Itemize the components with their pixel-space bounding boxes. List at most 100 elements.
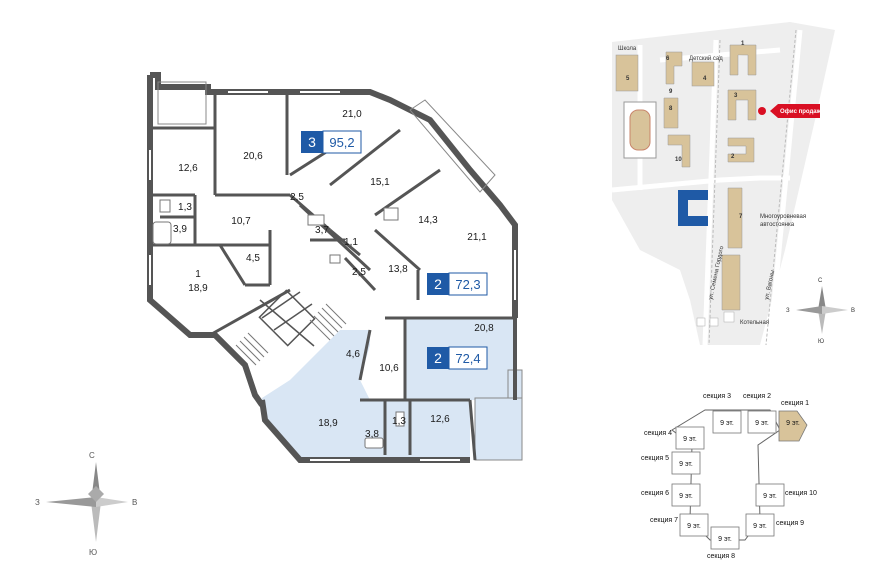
section-box bbox=[712, 410, 742, 434]
room-area-label: 2,5 bbox=[290, 192, 304, 203]
section-floors: 9 эт. bbox=[687, 523, 701, 530]
section-floors: 9 эт. bbox=[720, 420, 734, 427]
room-area-label: 21,0 bbox=[342, 109, 362, 120]
office-label: Офис продаж bbox=[780, 108, 822, 115]
outer-wall-bottom bbox=[259, 399, 470, 463]
compass-arrow bbox=[818, 310, 826, 334]
compass-n-label: С bbox=[89, 451, 95, 460]
section-name: секция 5 bbox=[641, 455, 669, 462]
compass-e-label: В bbox=[132, 498, 137, 507]
section-floors: 9 эт. bbox=[786, 420, 800, 427]
apartment-highlight-2a bbox=[262, 330, 470, 460]
room-area-label: 1,1 bbox=[344, 237, 358, 248]
section-box bbox=[671, 451, 701, 475]
building-number: 6 bbox=[666, 56, 670, 62]
section-s1: 9 эт. секция 1 bbox=[778, 400, 809, 442]
room-area-label: 2,5 bbox=[352, 267, 366, 278]
room-labels: 12,620,621,02,515,114,321,11,33,910,73,7… bbox=[173, 109, 494, 440]
compass-w-label: З bbox=[786, 308, 790, 314]
compass-e-label: В bbox=[851, 308, 855, 314]
current-building bbox=[678, 190, 708, 226]
compass-left: С Ю З В bbox=[35, 451, 137, 557]
compass-n-label: С bbox=[818, 278, 823, 284]
compass-arrow bbox=[96, 497, 128, 507]
compass-arrow bbox=[818, 286, 826, 310]
section-s5: 9 эт.секция 5 bbox=[641, 451, 701, 475]
office-pointer bbox=[770, 104, 820, 118]
school-building bbox=[615, 54, 639, 92]
kindergarten-label: Детский сад bbox=[689, 55, 723, 62]
building-number: 1 bbox=[741, 41, 745, 47]
section-name: секция 7 bbox=[650, 517, 678, 524]
room-area-label: 4,5 bbox=[246, 253, 260, 264]
room-area-label: 3,7 bbox=[315, 225, 329, 236]
room-area-label: 14,3 bbox=[418, 215, 438, 226]
section-name: секция 1 bbox=[781, 400, 809, 407]
compass-arrow bbox=[88, 486, 104, 502]
compass-right: С Ю З В bbox=[786, 278, 855, 345]
balcony-edge bbox=[468, 399, 477, 461]
room-area-label: 13,8 bbox=[388, 264, 408, 275]
apartment-area-value: 95,2 bbox=[329, 135, 354, 150]
apartment-area-value: 72,3 bbox=[455, 277, 480, 292]
section-name: секция 3 bbox=[703, 393, 731, 400]
section-floors: 9 эт. bbox=[679, 493, 693, 500]
room-area-label: 20,6 bbox=[243, 151, 263, 162]
room-area-label: 18,9 bbox=[318, 418, 338, 429]
floor-plan: 12,620,621,02,515,114,321,11,33,910,73,7… bbox=[147, 72, 523, 463]
residential-buildings bbox=[663, 44, 757, 311]
building-number: 10 bbox=[675, 157, 682, 163]
section-name: секция 2 bbox=[743, 393, 771, 400]
bathroom-fixtures bbox=[152, 199, 405, 449]
section-box bbox=[747, 410, 777, 434]
stair-steps bbox=[235, 303, 347, 366]
section-name: секция 6 bbox=[641, 490, 669, 497]
apartment-rooms-count: 2 bbox=[434, 350, 442, 366]
kindergarten bbox=[691, 61, 715, 87]
apartment-area-box bbox=[448, 272, 488, 296]
compass-s-label: Ю bbox=[818, 339, 824, 345]
room-area-label: 1,3 bbox=[178, 202, 192, 213]
compass-arrow bbox=[822, 306, 848, 314]
room-area-label: 1 bbox=[195, 269, 201, 280]
section-boxes: 9 эт.секция 19 эт.секция 29 эт.секция 39… bbox=[641, 393, 817, 560]
compass-arrow bbox=[46, 497, 96, 507]
section-s6: 9 эт. секция 6 bbox=[641, 483, 701, 507]
building-number: 9 bbox=[669, 89, 673, 95]
building-number: 2 bbox=[731, 154, 735, 160]
apartment-area-box bbox=[322, 130, 362, 154]
room-area-label: 12,6 bbox=[430, 414, 450, 425]
stadium-field bbox=[629, 109, 651, 151]
room-area-label: 3,9 bbox=[173, 224, 187, 235]
section-box bbox=[671, 483, 701, 507]
section-floors: 9 эт. bbox=[683, 436, 697, 443]
section-box bbox=[778, 410, 808, 442]
small-structures bbox=[696, 311, 735, 327]
balcony-top-right bbox=[409, 99, 496, 193]
office-marker bbox=[758, 107, 766, 115]
apartment-area-box bbox=[448, 346, 488, 370]
section-s9: 9 эт.секция 9 bbox=[745, 513, 804, 537]
section-s8: 9 эт.секция 8 bbox=[707, 526, 740, 560]
section-name: секция 8 bbox=[707, 553, 735, 560]
section-floors: 9 эт. bbox=[763, 493, 777, 500]
section-s10: 9 эт.секция 10 bbox=[755, 483, 817, 507]
apartment-rooms-box bbox=[427, 347, 449, 369]
apartment-rooms-box bbox=[301, 131, 323, 153]
section-box bbox=[679, 513, 709, 537]
section-box bbox=[710, 526, 740, 550]
stair-core bbox=[258, 289, 316, 347]
section-s4: 9 эт.секция 4 bbox=[644, 426, 705, 450]
room-area-label: 10,7 bbox=[231, 216, 251, 227]
section-s3: 9 эт. секция 3 bbox=[703, 393, 742, 434]
section-box bbox=[755, 483, 785, 507]
section-floors: 9 эт. bbox=[755, 420, 769, 427]
apartment-rooms-count: 3 bbox=[308, 134, 316, 150]
